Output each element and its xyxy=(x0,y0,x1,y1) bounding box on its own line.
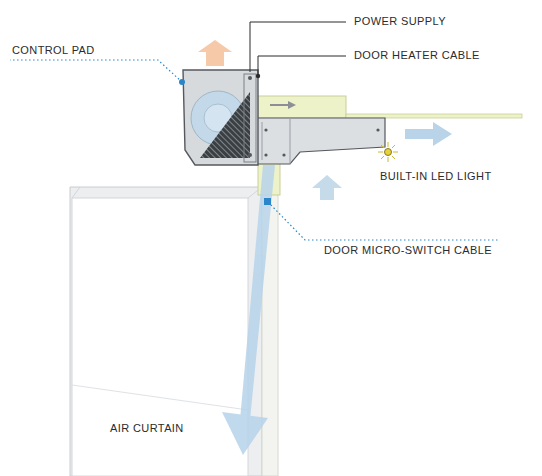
callout-label: AIR CURTAIN xyxy=(108,422,186,435)
leader-lines xyxy=(10,22,500,240)
led-light xyxy=(378,142,398,162)
callout-label: DOOR HEATER CABLE xyxy=(352,49,482,62)
unit-housing xyxy=(183,70,258,165)
callout-label: CONTROL PAD xyxy=(10,44,97,57)
unit-arm xyxy=(256,118,385,164)
exhaust-arrow xyxy=(198,40,232,66)
ceiling-panel xyxy=(258,96,522,118)
outflow-arrow xyxy=(405,122,452,146)
callout-label: DOOR MICRO-SWITCH CABLE xyxy=(322,244,494,257)
callout-label: POWER SUPPLY xyxy=(352,15,448,28)
air-curtain xyxy=(222,165,275,455)
callout-label: BUILT-IN LED LIGHT xyxy=(378,170,494,183)
intake-arrow xyxy=(312,175,342,200)
